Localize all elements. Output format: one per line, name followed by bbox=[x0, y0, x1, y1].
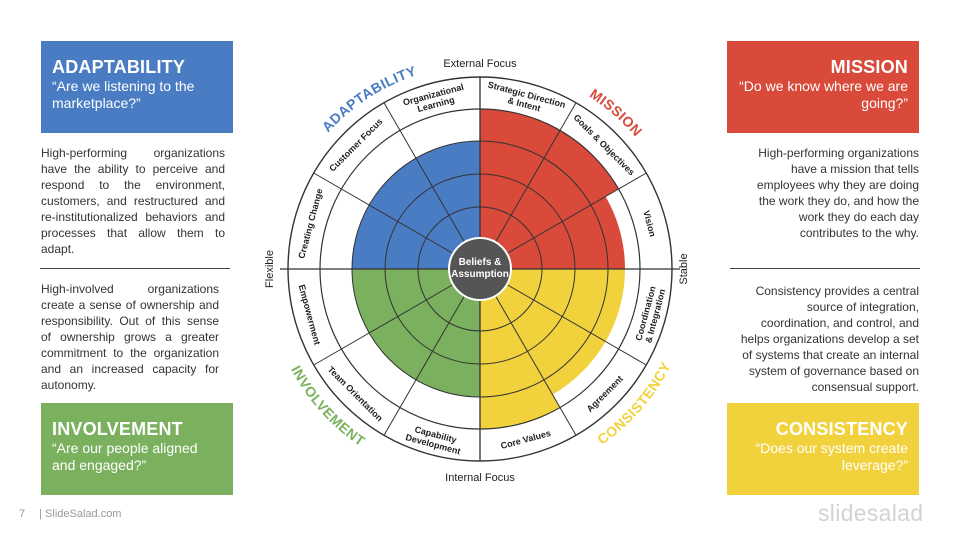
adaptability-question: “Are we listening to the marketplace?” bbox=[52, 78, 195, 111]
spoke-8 bbox=[313, 284, 454, 366]
adaptability-card: ADAPTABILITY “Are we listening to the ma… bbox=[41, 41, 233, 133]
involvement-title: INVOLVEMENT bbox=[52, 419, 183, 439]
footer: 7 | SlideSalad.com bbox=[19, 508, 121, 520]
strategic-direction-fill bbox=[480, 109, 560, 269]
mission-text: High-performing organizations have a mis… bbox=[756, 146, 919, 240]
adaptability-title: ADAPTABILITY bbox=[52, 57, 186, 77]
mission-title: MISSION bbox=[830, 57, 908, 77]
consistency-text: Consistency provides a central source of… bbox=[740, 284, 919, 394]
axis-label-left: Flexible bbox=[264, 250, 276, 288]
spoke-5 bbox=[495, 295, 577, 436]
adaptability-text: High-performing organizations have the a… bbox=[41, 146, 225, 256]
spoke-2 bbox=[506, 172, 647, 254]
right-divider bbox=[730, 268, 920, 269]
center-label: Beliefs & bbox=[459, 257, 502, 268]
spoke-10 bbox=[313, 172, 454, 254]
goals-fill bbox=[480, 130, 619, 269]
axis-label-bottom: Internal Focus bbox=[445, 472, 515, 484]
axis-label-top: External Focus bbox=[443, 58, 517, 70]
spoke-7 bbox=[383, 295, 465, 436]
consistency-question: “Does our system create leverage?” bbox=[755, 440, 909, 473]
brand-logo: slidesalad bbox=[818, 500, 924, 526]
site-link[interactable]: | SlideSalad.com bbox=[39, 508, 122, 520]
consistency-card: CONSISTENCY “Does our system create leve… bbox=[727, 403, 919, 495]
mission-card: MISSION “Do we know where we are going?” bbox=[727, 41, 919, 133]
left-divider bbox=[40, 268, 230, 269]
consistency-title: CONSISTENCY bbox=[775, 419, 908, 439]
mission-question: “Do we know where we are going?” bbox=[739, 78, 908, 111]
page-number: 7 bbox=[19, 508, 26, 520]
axis-label-right: Stable bbox=[678, 253, 690, 284]
involvement-question: “Are our people aligned and engaged?” bbox=[52, 440, 198, 473]
spoke-1 bbox=[495, 102, 577, 243]
involvement-text: High-involved organizations create a sen… bbox=[41, 282, 219, 392]
spoke-4 bbox=[506, 284, 647, 366]
spoke-11 bbox=[383, 102, 465, 243]
center-circle bbox=[448, 237, 512, 301]
core-values-fill bbox=[480, 269, 560, 429]
center-label: Assumption bbox=[451, 269, 509, 280]
customer-focus-fill bbox=[369, 158, 480, 269]
involvement-card: INVOLVEMENT “Are our people aligned and … bbox=[41, 403, 233, 495]
involvement-fill bbox=[352, 269, 480, 397]
